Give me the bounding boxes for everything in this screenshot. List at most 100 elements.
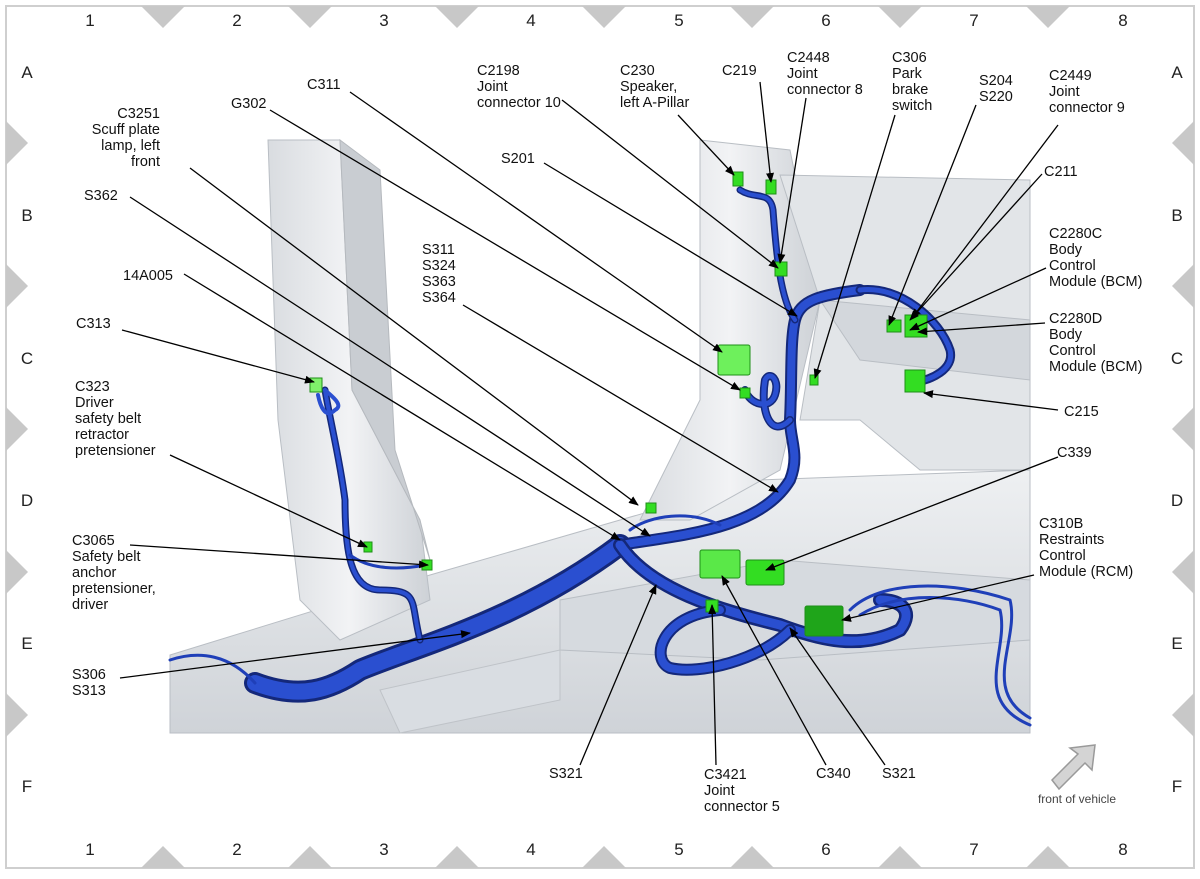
callout-label-line: Joint xyxy=(787,66,818,82)
callout-label-line: S311 xyxy=(422,242,455,258)
leader-line xyxy=(841,574,1035,622)
grid-row-label: C xyxy=(21,349,33,368)
grid-row-label: D xyxy=(21,491,33,510)
callout-label-line: C340 xyxy=(816,766,851,782)
callout-label-line: front xyxy=(131,154,160,170)
callout-c340: C340 xyxy=(721,575,851,782)
leader-line xyxy=(917,322,1046,336)
leader-line xyxy=(923,390,1059,411)
leader-line xyxy=(909,173,1043,321)
leader-line xyxy=(579,584,657,766)
leader-line xyxy=(183,273,621,541)
callout-label-line: C310B xyxy=(1039,516,1083,532)
leader-line xyxy=(561,99,779,269)
callout-c219: C219 xyxy=(722,63,774,183)
front-of-vehicle-arrow-icon xyxy=(1051,744,1096,791)
callout-label-line: C2280C xyxy=(1049,226,1102,242)
callout-label-line: S321 xyxy=(549,766,583,782)
grid-column-label: 6 xyxy=(821,840,830,859)
grid-column-label: 6 xyxy=(821,11,830,30)
callout-label-line: S362 xyxy=(84,188,118,204)
callout-label: S321 xyxy=(549,766,583,782)
callout-label-line: anchor xyxy=(72,565,117,581)
callout-s321b: S321 xyxy=(789,627,916,782)
grid-row-label: A xyxy=(21,63,33,82)
leader-line xyxy=(677,114,735,176)
grid-column-label: 8 xyxy=(1118,11,1127,30)
callout-label-line: S313 xyxy=(72,683,106,699)
callout-label-line: Body xyxy=(1049,327,1083,343)
callout-label-line: C230 xyxy=(620,63,655,79)
grid-column-label: 3 xyxy=(379,11,388,30)
callout-label-line: connector 8 xyxy=(787,82,863,98)
callout-label-line: S324 xyxy=(422,258,456,274)
callout-s362: S362 xyxy=(84,188,651,537)
callout-label-line: Module (RCM) xyxy=(1039,564,1133,580)
grid-column-label: 2 xyxy=(232,840,241,859)
callout-label-line: C211 xyxy=(1044,164,1078,180)
callout-label-line: Scuff plate xyxy=(92,122,160,138)
callout-label-line: Restraints xyxy=(1039,532,1104,548)
callout-label: C219 xyxy=(722,63,757,79)
callout-label-line: C2280D xyxy=(1049,311,1102,327)
grid-column-label: 4 xyxy=(526,840,535,859)
callout-label-line: C219 xyxy=(722,63,757,79)
callout-s201: S201 xyxy=(501,151,798,317)
grid-column-label: 4 xyxy=(526,11,535,30)
leader-line xyxy=(119,630,471,679)
callout-label-line: C3421 xyxy=(704,767,747,783)
grid-column-label: 7 xyxy=(969,840,978,859)
callout-label-line: safety belt xyxy=(75,411,141,427)
callout-label-line: C2198 xyxy=(477,63,520,79)
callout-label: G302 xyxy=(231,96,266,112)
grid-row-label: C xyxy=(1171,349,1183,368)
leader-line xyxy=(129,544,429,569)
grid-row-label: F xyxy=(1172,777,1182,796)
callout-label: S201 xyxy=(501,151,535,167)
callout-label-line: Control xyxy=(1039,548,1086,564)
callout-label: C211 xyxy=(1044,164,1078,180)
callout-c311: C311 xyxy=(307,77,723,353)
callout-label-line: C215 xyxy=(1064,404,1099,420)
callout-g302: G302 xyxy=(231,96,741,391)
callout-label-line: Joint xyxy=(1049,84,1080,100)
callout-label-line: connector 9 xyxy=(1049,100,1125,116)
leader-line xyxy=(765,456,1059,571)
callout-label-line: C2449 xyxy=(1049,68,1092,84)
callout-label-line: Joint xyxy=(477,79,508,95)
leader-line xyxy=(759,81,774,183)
callout-label: S362 xyxy=(84,188,118,204)
callout-label-line: driver xyxy=(72,597,108,613)
leader-line xyxy=(911,124,1059,319)
grid-column-label: 5 xyxy=(674,11,683,30)
callout-label-line: Driver xyxy=(75,395,114,411)
callout-s321a: S321 xyxy=(549,584,657,782)
leader-line xyxy=(189,167,639,506)
callout-label-line: Control xyxy=(1049,343,1096,359)
callout-label-line: S321 xyxy=(882,766,916,782)
callout-label-line: pretensioner, xyxy=(72,581,156,597)
leader-line xyxy=(269,109,741,391)
callout-label-line: left A-Pillar xyxy=(620,95,689,111)
leader-line xyxy=(789,627,886,766)
